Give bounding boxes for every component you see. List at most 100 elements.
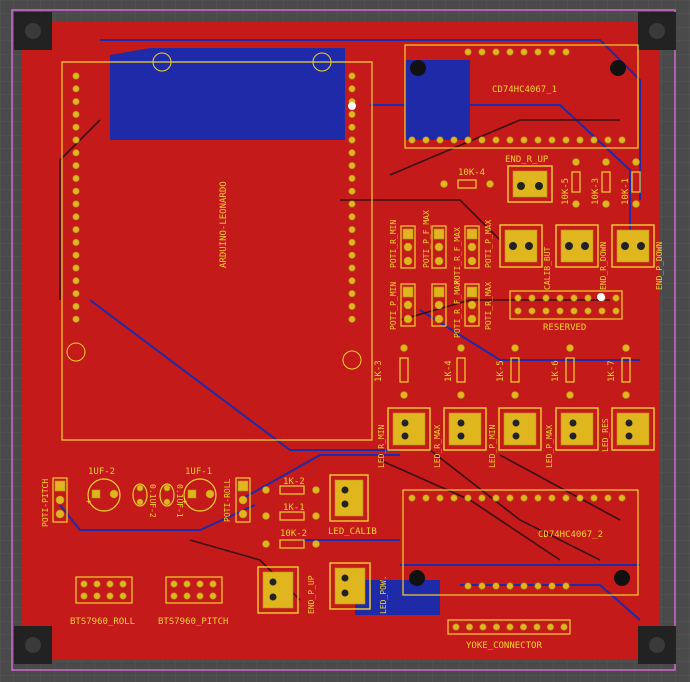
mux2-bot-pin [506,582,514,590]
ard-left-pins-pin [72,110,80,118]
cap-1uf-1: 1UF-1 + [182,467,217,512]
r1k6-label: 1K-6 [551,360,561,382]
poti-r-max-header: POTI_R_MAX [464,282,493,330]
bts7960-pitch-header: BTS7960_PITCH [158,576,228,627]
mux2-top-pin [506,494,514,502]
end-p-up-connector: END_P_UP [257,566,316,614]
ard-right-pins-pin [348,238,356,246]
mux2-top-pin [464,494,472,502]
mux2-bot-pin [548,582,556,590]
poti-roll-header: POTI-ROLL [223,477,251,523]
yoke-pins-pin [546,623,554,631]
yoke-pins-pin [533,623,541,631]
mux2-top-pin [604,494,612,502]
resistor-1k-5: 1K-5 [496,344,520,399]
resistors-1k-row: 1K-3 1K-4 1K-5 1K-6 1K-7 [374,344,631,399]
reserved-pins-pin [514,307,522,315]
poti-r-max-label: POTI_R_MAX [484,282,493,330]
poti-r-min-label: POTI_R_MIN [389,220,398,268]
c1uf1-label: 1UF-1 [185,467,212,477]
top-layer-traces [59,119,621,601]
poti-p-f-max-label: POTI_P_F_MAX [422,210,431,268]
r1k1-label: 1K-1 [283,503,305,513]
yoke-pins-pin [452,623,460,631]
mux1-top-pin [492,48,500,56]
ard-left-pins-pin [72,149,80,157]
mux1-bot-pin [548,136,556,144]
mux1-bot-pin [618,136,626,144]
btsroll-pins-pin [119,580,127,588]
r1k3-label: 1K-3 [374,360,384,382]
r10k5-label: 10K-5 [561,178,571,205]
reserved-pins-pin [542,294,550,302]
r10k3-label: 10K-3 [591,178,601,205]
ard-right-pins-pin [348,162,356,170]
r1k2-label: 1K-2 [283,477,305,487]
ard-left-pins-pin [72,123,80,131]
yoke-connector: YOKE_CONNECTOR [447,619,571,651]
bts-roll-label: BTS7960_ROLL [70,617,135,627]
mux1-top-pin [548,48,556,56]
c01uf1-label: 0.1UF-1 [175,484,184,518]
poti-p-min-label: POTI_P_MIN [389,282,398,330]
yoke-pins-pin [506,623,514,631]
poti-r-f-max-label-1: POTI_R_F_MAX [453,227,462,285]
calib-but-connector: CALIB_BUT [499,224,552,290]
resistor-10k-3: 10K-3 [591,158,611,208]
reserved-pins-pin [514,294,522,302]
poti-p-min-header: POTI_P_MIN [389,282,416,330]
ard-left-pins-pin [72,264,80,272]
reserved-pins-pin [556,307,564,315]
btsroll-pins-pin [93,592,101,600]
reserved-pins-pin [542,307,550,315]
mux2-top-pin [408,494,416,502]
mux1-top-pin [506,48,514,56]
ard-right-pins-pin [348,187,356,195]
poti-p-f-max-header: POTI_P_F_MAX [422,210,447,269]
mux-2-label: CD74HC4067_2 [538,530,603,540]
resistor-10k-2: 10K-2 [262,529,320,549]
yoke-pins-pin [479,623,487,631]
copper-pour-top [22,22,660,660]
poti-p-max-header: POTI_P_MAX [464,220,493,269]
mux1-bot-pin [604,136,612,144]
btsroll-pins-pin [93,580,101,588]
ard-left-pins-pin [72,136,80,144]
ard-right-pins-pin [348,251,356,259]
mux1-bot-pin [520,136,528,144]
led-r-max-label: LED_R_MAX [433,424,442,468]
mux2-top-pin [422,494,430,502]
reserved-pins-pin [556,294,564,302]
led-r-max-connector: LED_R_MAX [433,407,487,468]
led-calib-connector: LED_CALIB [328,474,377,537]
mount-hole-top-right-drill [649,23,665,39]
mux2-top-pin [618,494,626,502]
calib-but-label: CALIB_BUT [543,246,552,290]
board-outline [11,9,676,671]
mux-1-label: CD74HC4067_1 [492,85,557,95]
mount-hole-top-left-drill [25,23,41,39]
poti-roll-label: POTI-ROLL [223,478,232,522]
reserved-label: RESERVED [543,323,586,333]
end-r-up-connector: END_R_UP [505,155,553,203]
led-connectors-row: LED_R_MIN LED_R_MAX LED_P_MIN LED_P_MAX … [377,407,655,468]
cap-1uf-2: 1UF-2 + [86,467,121,512]
ard-right-pins-pin [348,315,356,323]
mux2-top-pin [478,494,486,502]
resistor-1k-7: 1K-7 [607,344,631,399]
led-p-min-label: LED_P_MIN [488,424,497,468]
ard-left-pins-pin [72,85,80,93]
reserved-pins-pin [528,294,536,302]
mux2-bot-pin [464,582,472,590]
reserved-pins-pin [612,307,620,315]
btsroll-pins-pin [80,580,88,588]
ard-right-pins-pin [348,213,356,221]
c1uf2-label: 1UF-2 [88,467,115,477]
mount-hole-bottom-right-drill [649,637,665,653]
mux2-top-pin [436,494,444,502]
end-r-down-connector: END_R_DOWN [555,224,608,290]
arduino-label: ARDUINO-LEONARDO [219,181,229,268]
r1k7-label: 1K-7 [607,360,617,382]
ard-left-pins-pin [72,213,80,221]
